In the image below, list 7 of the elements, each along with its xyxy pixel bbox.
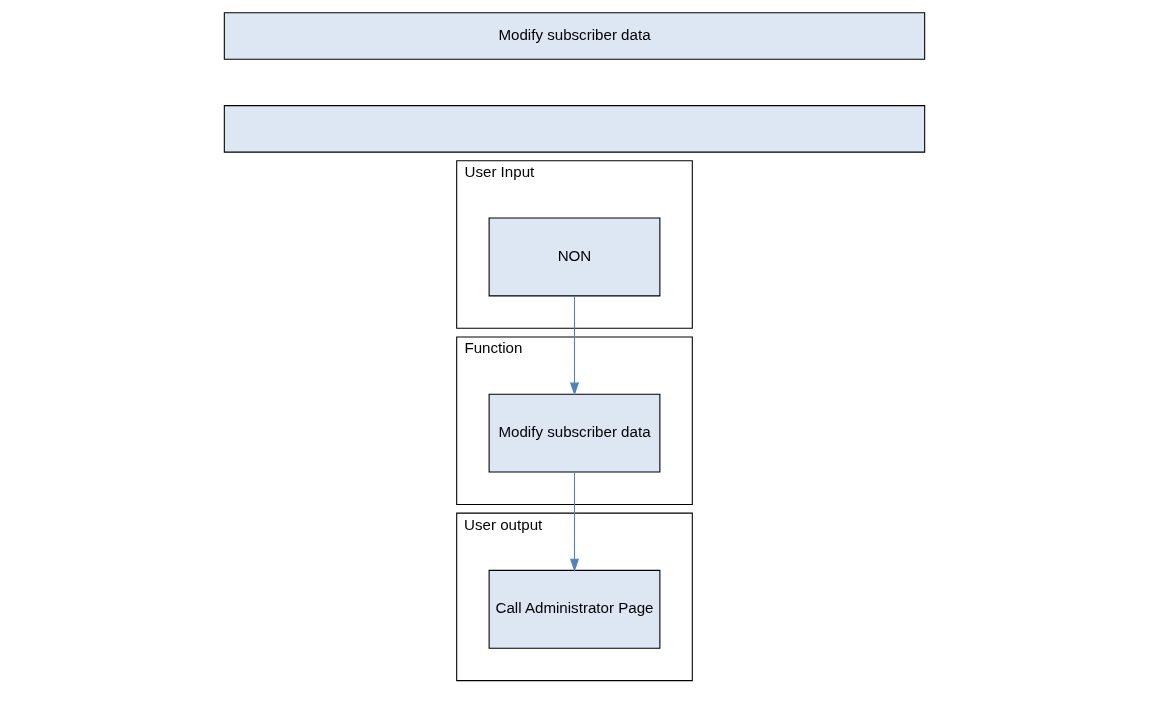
node-bar <box>223 105 926 153</box>
arrow <box>569 471 580 572</box>
node-box: NON <box>488 217 661 297</box>
arrow <box>569 295 580 396</box>
node-box: Modify subscriber data <box>223 12 926 60</box>
node-box: Call Administrator Page <box>488 569 661 649</box>
node-box: Modify subscriber data <box>488 393 661 473</box>
